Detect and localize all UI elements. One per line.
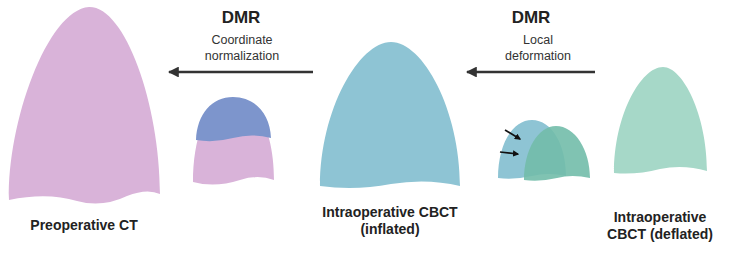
inset-overlay-normalization bbox=[193, 97, 274, 185]
inset-deflated-shape bbox=[524, 126, 590, 181]
lung-silhouette bbox=[8, 7, 159, 204]
step-description: Coordinate normalization bbox=[196, 32, 288, 64]
deformation-arrow bbox=[500, 152, 518, 154]
lung-silhouette bbox=[320, 42, 460, 188]
lung-shape-node: Intraoperative CBCT (inflated) bbox=[318, 40, 462, 238]
inset-overlay-deformation bbox=[498, 120, 590, 181]
inset-ct-shape bbox=[193, 98, 274, 185]
registration-arrow bbox=[169, 71, 313, 74]
lung-outline bbox=[613, 65, 708, 177]
deformation-arrow bbox=[505, 130, 520, 139]
step-description: Local deformation bbox=[492, 32, 584, 64]
lung-outline bbox=[7, 4, 162, 209]
image-caption: Preoperative CT bbox=[4, 217, 164, 234]
lung-silhouette bbox=[614, 67, 707, 174]
image-caption: Intraoperative CBCT (inflated) bbox=[318, 204, 462, 238]
image-caption: Intraoperative CBCT (deflated) bbox=[600, 209, 720, 243]
method-label: DMR bbox=[222, 8, 261, 28]
method-label: DMR bbox=[512, 8, 551, 28]
lung-shape-node: Intraoperative CBCT (deflated) bbox=[600, 65, 720, 243]
registration-arrow bbox=[467, 71, 595, 74]
lung-shape-node: Preoperative CT bbox=[4, 4, 164, 234]
lung-outline bbox=[319, 40, 461, 190]
inset-cbct-overlap bbox=[196, 97, 271, 141]
